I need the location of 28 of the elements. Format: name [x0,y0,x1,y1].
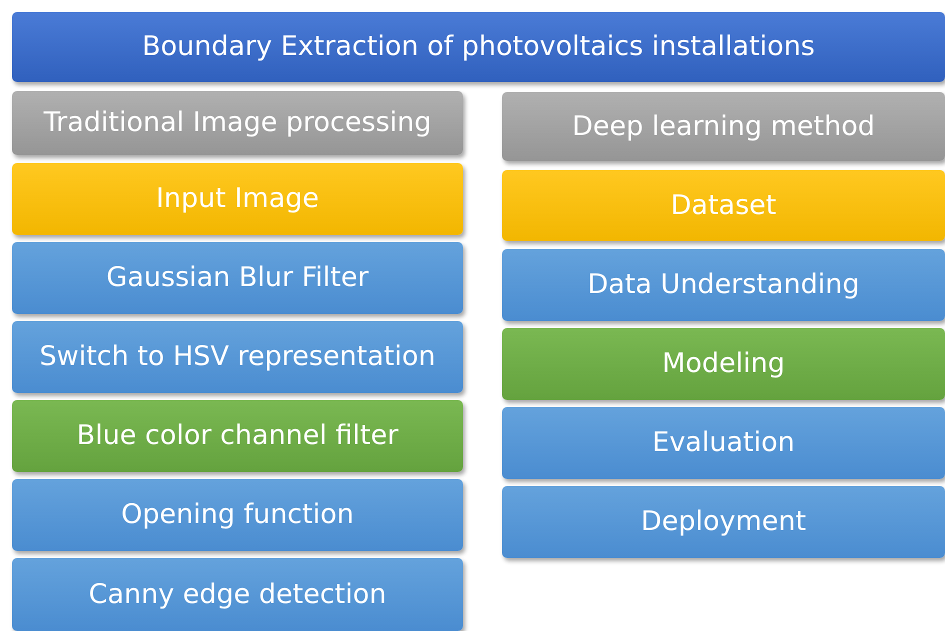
column-header [502,92,945,161]
input-box [12,163,463,235]
process-box [502,486,945,558]
box-label: Boundary Extraction of photovoltaics installations [142,32,815,62]
process-box [12,479,463,551]
column-header [12,91,463,155]
process-box [12,321,463,393]
box-label: Blue color channel filter [76,421,398,451]
process-box [502,249,945,321]
box-label: Modeling [662,349,785,379]
process-box [502,407,945,479]
box-label: Deep learning method [572,112,875,142]
box-label: Switch to HSV representation [39,342,436,372]
title-banner [12,12,945,82]
process-box [502,328,945,400]
box-label: Canny edge detection [88,580,386,610]
box-label: Deployment [640,507,806,537]
box-label: Traditional Image processing [44,108,432,138]
input-box [502,170,945,241]
box-label: Input Image [156,184,320,214]
box-label: Data Understanding [588,270,860,300]
box-label: Dataset [670,190,776,220]
process-box [12,558,463,631]
box-label: Gaussian Blur Filter [106,263,369,293]
box-label: Opening function [121,500,354,530]
process-box [12,400,463,472]
process-box [12,242,463,314]
box-label: Evaluation [652,428,795,458]
